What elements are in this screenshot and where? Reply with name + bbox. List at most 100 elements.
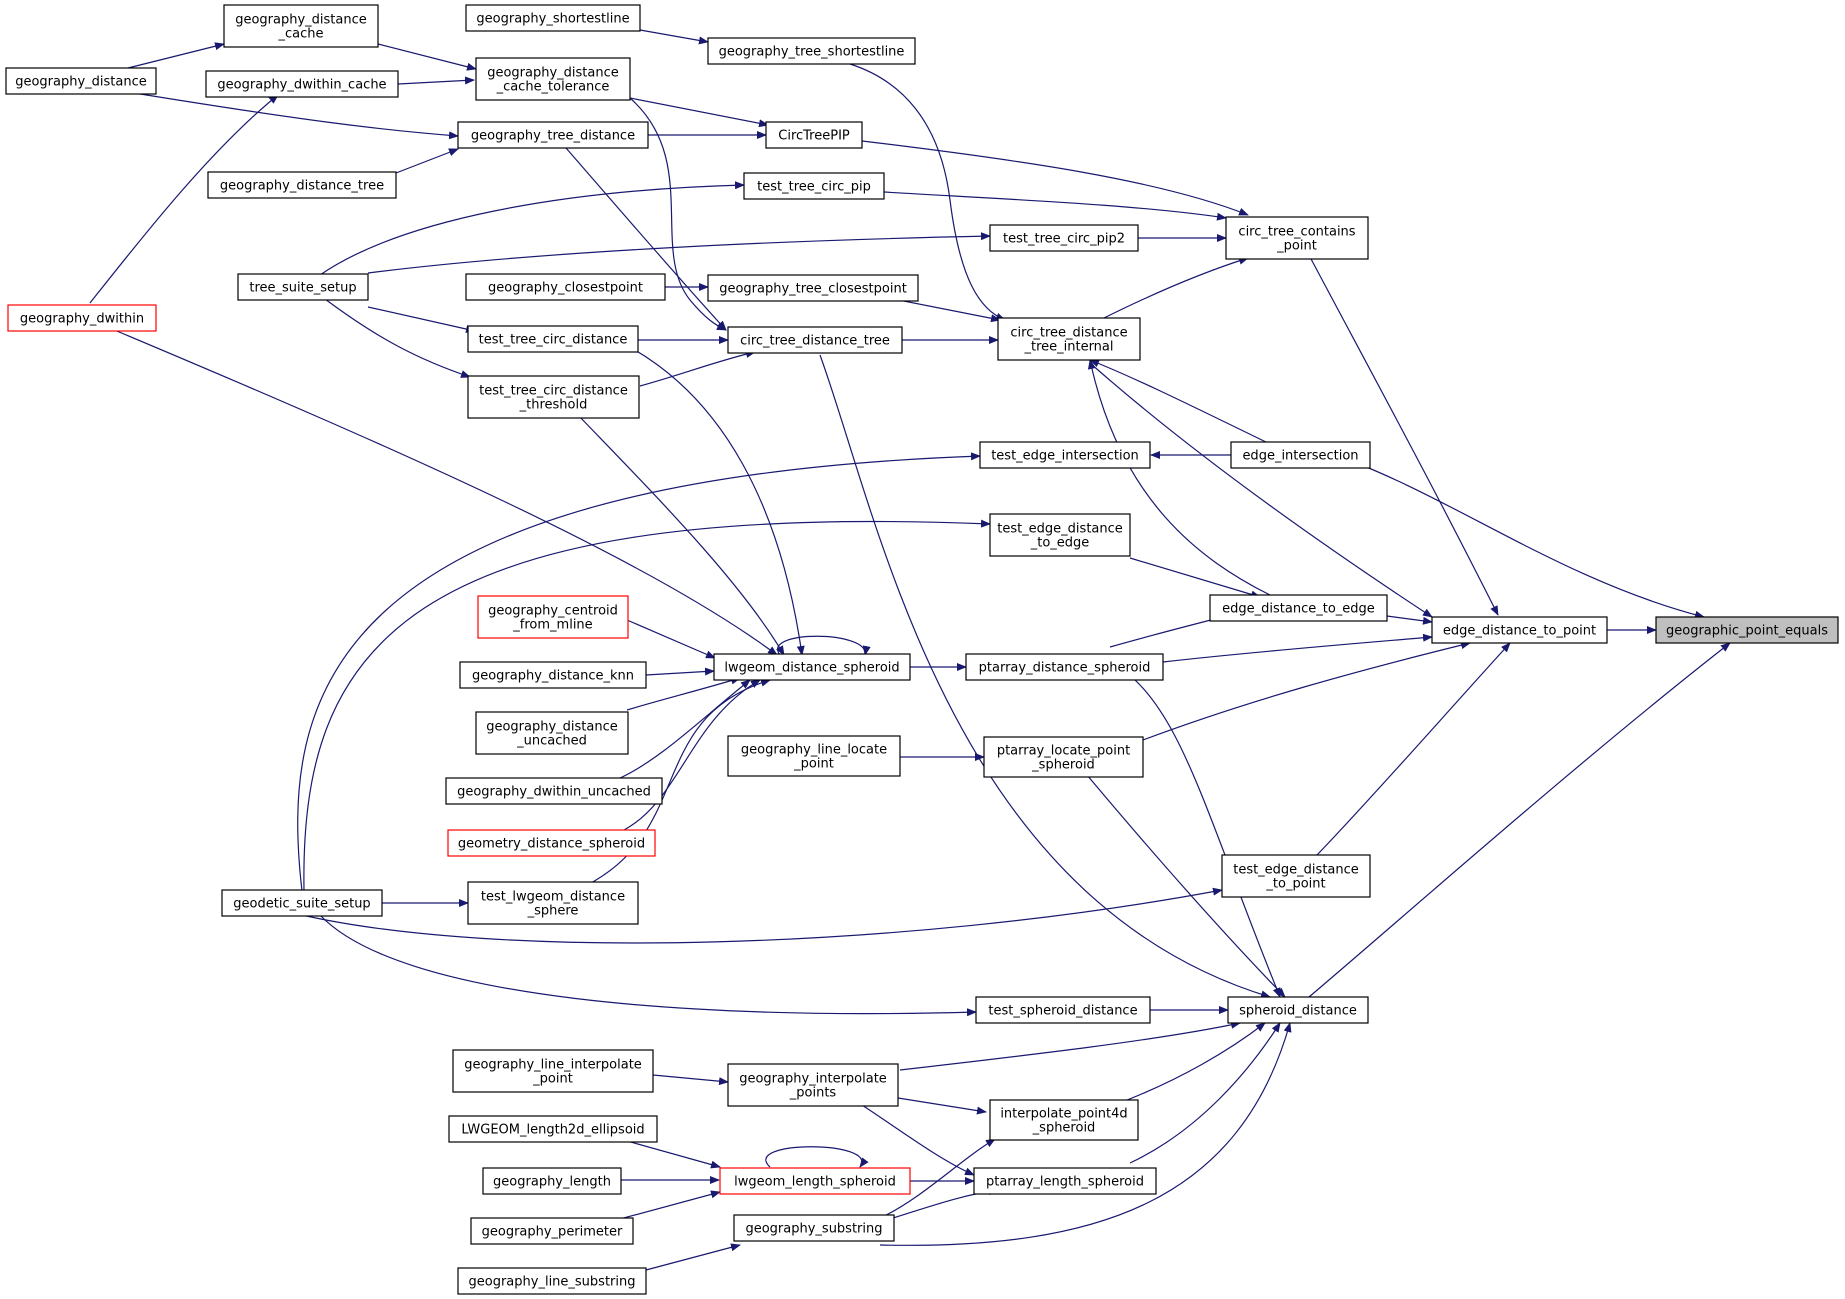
node-label: circ_tree_distance (1010, 326, 1127, 341)
node-label: geography_distance (487, 66, 619, 81)
graph-node[interactable]: geography_distance_cache (223, 4, 379, 48)
graph-node[interactable]: geography_tree_closestpoint (707, 274, 919, 302)
graph-node[interactable]: test_tree_circ_distance_threshold (467, 375, 640, 419)
node-label: lwgeom_distance_spheroid (724, 661, 899, 676)
graph-node[interactable]: edge_distance_to_edge (1209, 594, 1388, 622)
graph-node[interactable]: geography_distance_cache_tolerance (475, 57, 631, 101)
graph-node[interactable]: geography_dwithin (7, 304, 157, 332)
graph-node[interactable]: geography_distance (5, 67, 157, 95)
graph-node[interactable]: geography_tree_shortestline (707, 37, 916, 65)
node-label: geography_tree_closestpoint (719, 282, 907, 297)
node-label: geography_closestpoint (488, 281, 643, 296)
graph-node[interactable]: ptarray_distance_spheroid (965, 653, 1164, 681)
node-box (713, 653, 911, 681)
graph-node[interactable]: lwgeom_length_spheroid (719, 1167, 911, 1195)
edge (89, 94, 279, 304)
graph-node[interactable]: geography_tree_distance (457, 121, 649, 149)
edge (1086, 774, 1286, 998)
graph-node[interactable]: interpolate_point4d_spheroid (989, 1099, 1139, 1141)
node-label: ptarray_locate_point (997, 744, 1130, 759)
node-box (1225, 216, 1369, 260)
node-box (979, 441, 1151, 469)
node-box (445, 777, 663, 805)
graph-node[interactable]: geography_distance_knn (459, 661, 647, 689)
edges (89, 29, 1731, 1271)
graph-node[interactable]: circ_tree_distance_tree_internal (997, 317, 1141, 361)
node-label: ptarray_length_spheroid (986, 1175, 1144, 1190)
graph-node[interactable]: test_edge_distance_to_point (1221, 854, 1371, 898)
node-box (989, 224, 1139, 252)
node-label: _spheroid (1031, 758, 1095, 773)
graph-node[interactable]: test_tree_circ_distance (467, 325, 639, 353)
edge (626, 619, 716, 659)
node-label: test_tree_circ_pip2 (1003, 232, 1125, 247)
graph-node[interactable]: test_lwgeom_distance_sphere (467, 881, 639, 925)
graph-node[interactable]: lwgeom_distance_spheroid (713, 653, 911, 681)
node-label: edge_distance_to_point (1443, 624, 1596, 639)
node-label: geography_interpolate (739, 1072, 887, 1087)
graph-node[interactable]: edge_distance_to_point (1431, 616, 1608, 644)
edge (1107, 659, 1281, 998)
node-label: LWGEOM_length2d_ellipsoid (461, 1123, 644, 1138)
node-box (459, 661, 647, 689)
graph-node[interactable]: test_edge_intersection (979, 441, 1151, 469)
node-label: test_edge_distance (997, 522, 1123, 537)
graph-node[interactable]: geography_length (482, 1167, 622, 1195)
node-label: geography_dwithin (20, 312, 144, 327)
edge (879, 1022, 1292, 1246)
graph-node[interactable]: tree_suite_setup (237, 273, 369, 301)
graph-node[interactable]: geography_line_substring (457, 1267, 647, 1295)
edge (1309, 256, 1499, 616)
node-label: _cache (278, 27, 324, 42)
graph-node[interactable]: geography_perimeter (470, 1217, 634, 1245)
graph-node[interactable]: geography_distance_uncached (475, 711, 629, 755)
edge (395, 148, 459, 174)
graph-node[interactable]: geometry_distance_spheroid (447, 829, 656, 857)
node-box (1227, 996, 1369, 1024)
graph-node[interactable]: circ_tree_contains_point (1225, 216, 1369, 260)
graph-node[interactable]: geographic_point_equals (1655, 616, 1839, 644)
edge (1089, 359, 1271, 445)
edge (111, 328, 778, 656)
node-box (727, 735, 901, 777)
node-box (719, 1167, 911, 1195)
graph-node[interactable]: test_spheroid_distance (975, 996, 1151, 1024)
node-box (205, 70, 399, 98)
graph-node[interactable]: circ_tree_distance_tree (727, 326, 903, 354)
node-label: circ_tree_contains (1238, 225, 1355, 240)
graph-node[interactable]: geodetic_suite_setup (221, 889, 383, 917)
node-label: _cache_tolerance (496, 80, 610, 95)
edge (1116, 1022, 1266, 1105)
graph-node[interactable]: geography_line_interpolate_point (452, 1049, 654, 1093)
graph-node[interactable]: geography_centroid_from_mline (477, 595, 629, 639)
edge (879, 1187, 999, 1223)
graph-node[interactable]: geography_dwithin_cache (205, 70, 399, 98)
edge (367, 232, 991, 274)
node-box (470, 1217, 634, 1245)
node-box (457, 121, 649, 149)
graph-node[interactable]: geography_dwithin_uncached (445, 777, 663, 805)
edge (765, 1146, 869, 1168)
graph-node[interactable]: geography_interpolate_points (727, 1063, 899, 1107)
graph-node[interactable]: geography_line_locate_point (727, 735, 901, 777)
graph-node[interactable]: test_tree_circ_pip2 (989, 224, 1139, 252)
node-label: test_edge_intersection (991, 449, 1139, 464)
graph-node[interactable]: test_edge_distance_to_edge (989, 513, 1131, 557)
graph-node[interactable]: spheroid_distance (1227, 996, 1369, 1024)
graph-node[interactable]: test_tree_circ_pip (743, 172, 885, 200)
node-label: geography_dwithin_uncached (457, 785, 651, 800)
graph-node[interactable]: CircTreePIP (765, 121, 863, 149)
edge (645, 667, 715, 676)
graph-node[interactable]: geography_distance_tree (207, 171, 397, 199)
graph-node[interactable]: ptarray_locate_point_spheroid (983, 736, 1144, 778)
graph-node[interactable]: edge_intersection (1230, 441, 1371, 469)
node-box (965, 653, 1164, 681)
node-label: geography_line_substring (469, 1275, 636, 1290)
graph-node[interactable]: geography_closestpoint (465, 273, 666, 301)
graph-node[interactable]: ptarray_length_spheroid (973, 1167, 1157, 1195)
edge (634, 349, 805, 656)
node-box (5, 67, 157, 95)
graph-node[interactable]: geography_shortestline (465, 4, 641, 32)
graph-node[interactable]: LWGEOM_length2d_ellipsoid (448, 1115, 658, 1143)
graph-node[interactable]: geography_substring (733, 1214, 895, 1242)
